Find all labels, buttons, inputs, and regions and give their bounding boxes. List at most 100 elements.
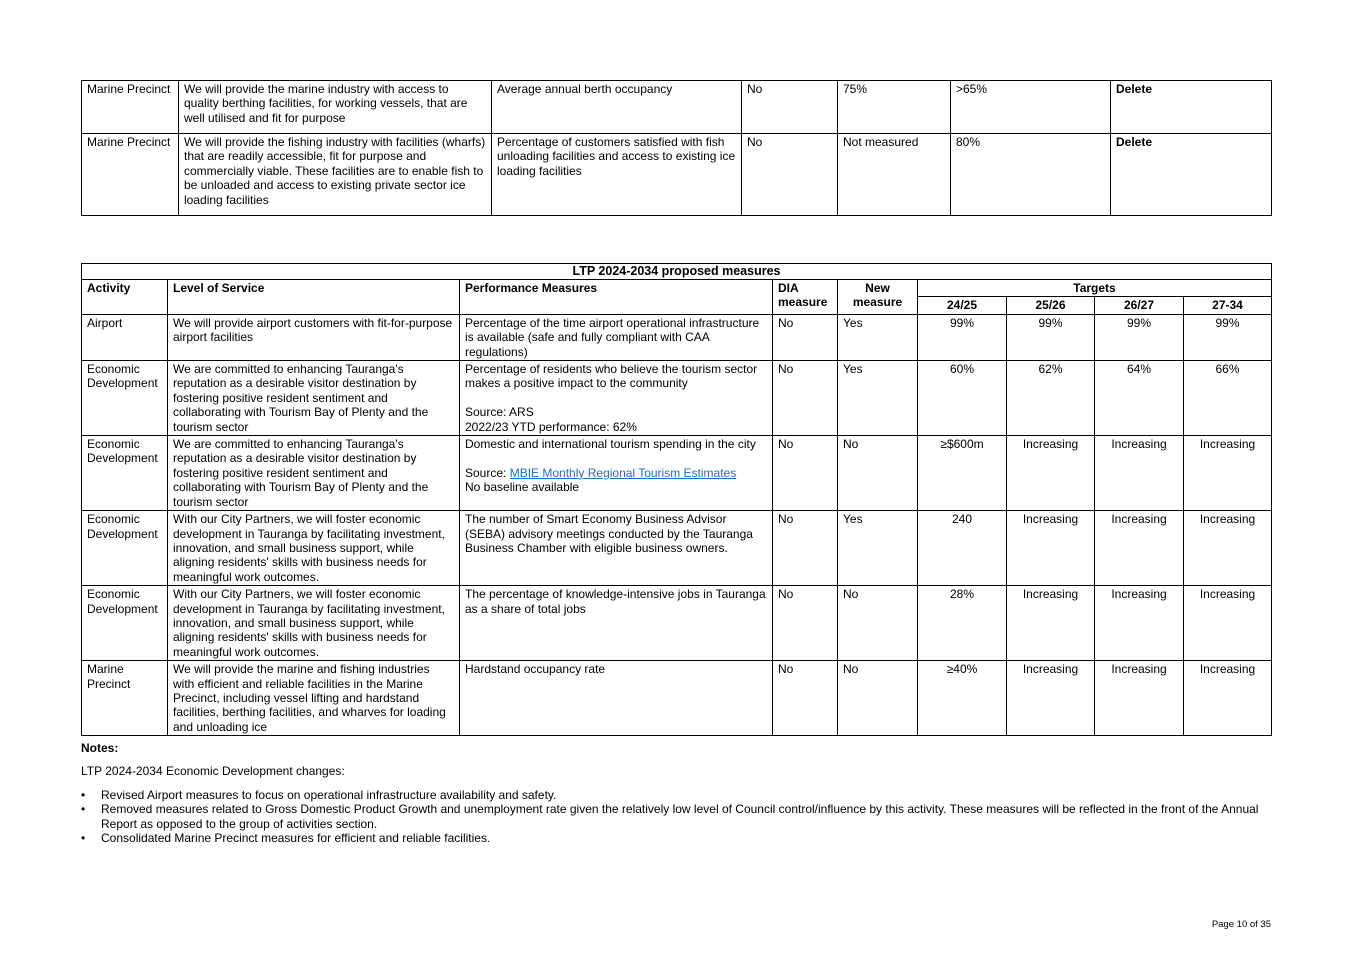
table-row: Economic Development With our City Partn… [81, 510, 1272, 587]
page-number: Page 10 of 35 [1211, 919, 1271, 930]
target-cell: 240 [917, 510, 1007, 587]
measure-source: Source: ARS [465, 405, 534, 420]
target-cell: Increasing [1006, 435, 1095, 512]
action-cell: Delete [1110, 80, 1272, 134]
years-header-row: 24/25 25/26 26/27 27-34 [82, 296, 1272, 315]
new-cell: Yes [837, 360, 918, 437]
dia-cell: No [772, 435, 838, 512]
dia-cell: No [772, 313, 838, 362]
target-cell: 99% [1183, 313, 1272, 362]
activity-cell: Marine Precinct [81, 133, 179, 216]
level-of-service-cell: With our City Partners, we will foster e… [167, 510, 460, 587]
level-of-service-cell: We will provide airport customers with f… [167, 313, 460, 362]
target-cell: Increasing [1183, 585, 1272, 662]
dia-cell: No [772, 585, 838, 662]
dia-cell: No [741, 133, 838, 216]
targets-header: Targets [917, 278, 1272, 298]
target-cell: Increasing [1183, 510, 1272, 587]
table-row: Marine Precinct We will provide the mari… [81, 80, 1272, 134]
target-cell: Increasing [1183, 435, 1272, 512]
dia-header-line1: DIA [778, 281, 799, 295]
new-header-line1: New [865, 281, 890, 295]
notes-intro: LTP 2024-2034 Economic Development chang… [81, 764, 345, 778]
target-cell: 99% [1094, 313, 1184, 362]
target-cell: Increasing [1006, 510, 1095, 587]
year-header: 26/27 [1094, 296, 1184, 315]
activity-header: Activity [81, 279, 168, 315]
mbie-source-link[interactable]: MBIE Monthly Regional Tourism Estimates [509, 465, 737, 480]
activity-cell: Economic Development [81, 585, 168, 662]
measure-cell: Percentage of residents who believe the … [459, 360, 773, 437]
activity-cell: Marine Precinct [81, 80, 179, 134]
target-cell: 62% [1006, 360, 1095, 437]
measure-text: Percentage of residents who believe the … [465, 362, 758, 391]
measure-cell: Percentage of the time airport operation… [459, 313, 773, 362]
target-cell: 60% [917, 360, 1007, 437]
level-of-service-cell: We will provide the marine and fishing i… [167, 660, 460, 737]
measure-cell: Average annual berth occupancy [491, 80, 742, 134]
target-cell: 99% [917, 313, 1007, 362]
target-cell: ≥40% [917, 660, 1007, 737]
action-cell: Delete [1110, 133, 1272, 216]
activity-cell: Economic Development [81, 360, 168, 437]
new-cell: No [837, 435, 918, 512]
proposed-measures-table: LTP 2024-2034 proposed measures Activity… [81, 263, 1272, 737]
current-result-cell: 75% [837, 80, 951, 134]
new-cell: No [837, 585, 918, 662]
target-cell: 64% [1094, 360, 1184, 437]
new-header-line2: measure [852, 295, 903, 310]
notes-list: Revised Airport measures to focus on ope… [81, 788, 1276, 846]
activity-cell: Economic Development [81, 510, 168, 587]
new-cell: Yes [837, 510, 918, 587]
table-row: Airport We will provide airport customer… [81, 313, 1272, 362]
header-row: Activity Level of Service Performance Me… [81, 278, 1272, 315]
measure-cell: Hardstand occupancy rate [459, 660, 773, 737]
level-of-service-cell: We will provide the fishing industry wit… [178, 133, 492, 216]
target-cell: Increasing [1094, 585, 1184, 662]
level-of-service-cell: We are committed to enhancing Tauranga's… [167, 435, 460, 512]
year-header: 24/25 [917, 296, 1007, 315]
measure-source: Source: MBIE Monthly Regional Tourism Es… [465, 466, 767, 480]
activity-cell: Airport [81, 313, 168, 362]
activity-cell: Economic Development [81, 435, 168, 512]
table-row: Marine Precinct We will provide the fish… [81, 133, 1272, 216]
target-cell: Increasing [1006, 585, 1095, 662]
target-cell: Increasing [1183, 660, 1272, 737]
list-item: Consolidated Marine Precinct measures fo… [81, 831, 1276, 846]
target-cell: 66% [1183, 360, 1272, 437]
target-cell: 28% [917, 585, 1007, 662]
removed-measures-table: Marine Precinct We will provide the mari… [81, 80, 1272, 216]
measure-cell: Domestic and international tourism spend… [459, 435, 773, 512]
level-of-service-header: Level of Service [167, 279, 460, 315]
activity-cell: Marine Precinct [81, 660, 168, 737]
notes-title: Notes: [81, 741, 119, 755]
new-cell: Yes [837, 313, 918, 362]
performance-measures-header: Performance Measures [459, 279, 773, 315]
target-cell: Increasing [1094, 660, 1184, 737]
table-caption: LTP 2024-2034 proposed measures [81, 263, 1272, 280]
notes-section: Notes: LTP 2024-2034 Economic Developmen… [81, 741, 1276, 846]
level-of-service-cell: We are committed to enhancing Tauranga's… [167, 360, 460, 437]
target-cell: Increasing [1094, 435, 1184, 512]
target-cell: 80% [950, 133, 1111, 216]
table-row: Economic Development With our City Partn… [81, 585, 1272, 662]
current-result-cell: Not measured [837, 133, 951, 216]
target-cell: 99% [1006, 313, 1095, 362]
dia-header-line2: measure [778, 295, 828, 310]
list-item: Revised Airport measures to focus on ope… [81, 788, 1276, 803]
measure-note: No baseline available [465, 480, 580, 495]
target-cell: Increasing [1094, 510, 1184, 587]
target-cell: Increasing [1006, 660, 1095, 737]
measure-note: 2022/23 YTD performance: 62% [465, 419, 637, 434]
dia-cell: No [741, 80, 838, 134]
measure-cell: The percentage of knowledge-intensive jo… [459, 585, 773, 662]
table-row: Economic Development We are committed to… [81, 360, 1272, 437]
measure-cell: The number of Smart Economy Business Adv… [459, 510, 773, 587]
caption-row: LTP 2024-2034 proposed measures [81, 263, 1272, 280]
source-prefix: Source: [465, 465, 510, 480]
table-row: Economic Development We are committed to… [81, 435, 1272, 512]
year-header: 27-34 [1183, 296, 1272, 315]
list-item: Removed measures related to Gross Domest… [81, 802, 1276, 831]
target-cell: ≥$600m [917, 435, 1007, 512]
